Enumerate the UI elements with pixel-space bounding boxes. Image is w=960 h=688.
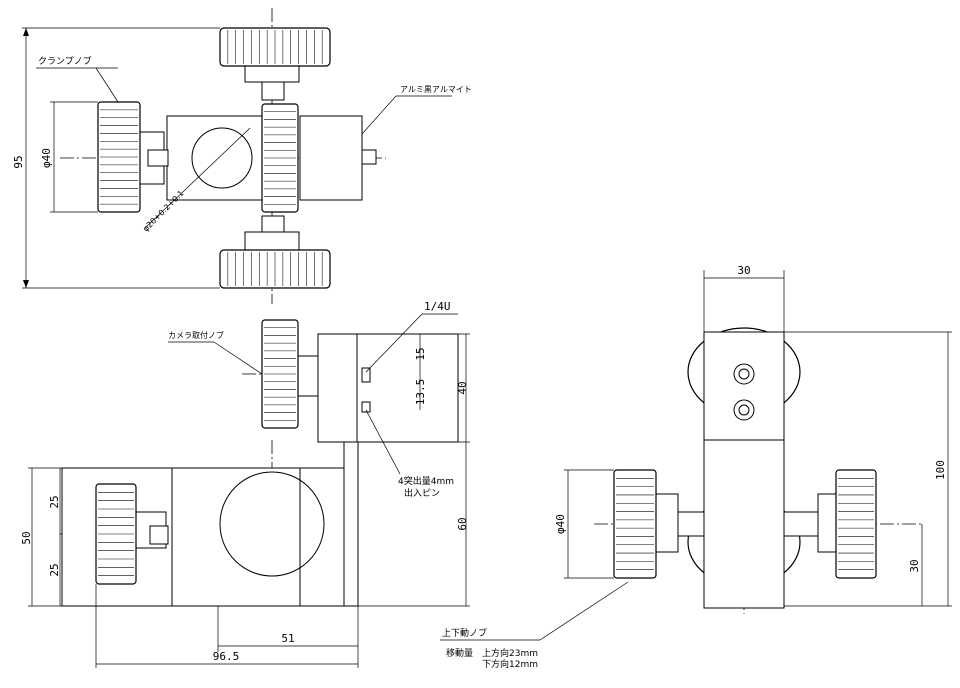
side-view: 30 100 30 φ40 上下動ノブ 移動量 上方向23mm 下方向12mm: [440, 264, 952, 670]
dim-60: 60: [456, 517, 469, 530]
dim-96-5: 96.5: [213, 650, 240, 663]
vertical-knob: [613, 469, 657, 579]
dim-50: 50: [20, 531, 33, 544]
label-pin-top: 4突出量4mm: [398, 475, 454, 487]
label-aluminum: アルミ黒アルマイト: [400, 85, 472, 94]
label-thread: 1/4U: [424, 300, 451, 313]
label-travel-down: 下方向12mm: [482, 658, 538, 670]
dim-15: 15: [414, 347, 427, 360]
dim-13-5: 13.5: [414, 379, 427, 406]
dim-51: 51: [281, 632, 294, 645]
dim-phi40-top: φ40: [40, 148, 53, 168]
label-vertical-knob: 上下動ノブ: [442, 627, 487, 639]
label-pin-bottom: 出入ピン: [404, 487, 440, 499]
label-hole: φ20+0.2+0.1: [141, 189, 186, 234]
label-camera-knob: カメラ取付ノブ: [168, 330, 224, 340]
label-travel-title: 移動量: [446, 647, 473, 659]
label-travel-up: 上方向23mm: [482, 647, 538, 659]
clamp-hole: [191, 127, 253, 189]
top-view: 95 φ40 クランプノブ アルミ黒アルマイト φ20+0.2+0.1: [12, 8, 472, 304]
label-clamp-knob: クランプノブ: [38, 55, 92, 67]
dim-phi40-right: φ40: [554, 514, 567, 534]
dim-100: 100: [934, 460, 947, 480]
dim-30-top: 30: [737, 264, 750, 277]
dim-25a: 25: [48, 495, 61, 508]
dim-25b: 25: [48, 563, 61, 576]
dim-30-right: 30: [908, 559, 921, 572]
dim-95: 95: [12, 155, 25, 168]
front-view: 15 13.5 40 60 25 25 50 51 96.5 カメラ取付ノブ 1…: [20, 300, 470, 668]
dim-40-mid: 40: [456, 381, 469, 394]
knob-knurling: [98, 30, 874, 576]
